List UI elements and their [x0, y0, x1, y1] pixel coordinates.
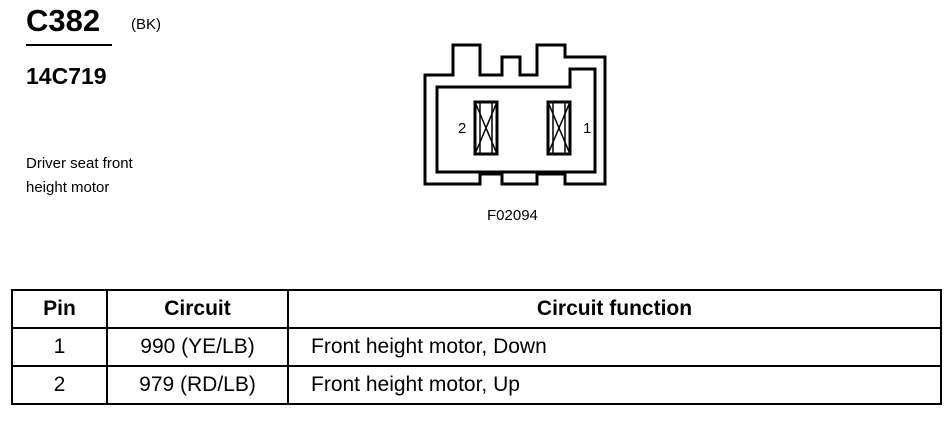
connector-description: Driver seat front height motor: [26, 152, 176, 200]
table-row: 2 979 (RD/LB) Front height motor, Up: [11, 365, 942, 405]
pin-cell: 1: [11, 327, 108, 367]
header-circuit: Circuit: [106, 289, 289, 329]
pin-1-cavity: [546, 100, 572, 156]
connector-id-underline: [26, 44, 112, 46]
connector-id: C382: [26, 3, 101, 38]
description-line-2: height motor: [26, 179, 110, 196]
header-circuit-function: Circuit function: [287, 289, 942, 329]
connector-housing-outline: [423, 43, 607, 186]
pin-cell: 2: [11, 365, 108, 405]
pin-1-label: 1: [583, 120, 591, 137]
description-line-1: Driver seat front: [26, 155, 133, 172]
header-pin: Pin: [11, 289, 108, 329]
pin-2-label: 2: [458, 120, 466, 137]
connector-face-diagram: 2 1: [423, 43, 607, 186]
table-row: 1 990 (YE/LB) Front height motor, Down: [11, 327, 942, 367]
connector-color: (BK): [131, 16, 161, 33]
figure-label: F02094: [487, 207, 538, 224]
circuit-function-cell: Front height motor, Up: [287, 365, 942, 405]
part-number: 14C719: [26, 63, 107, 89]
circuit-function-cell: Front height motor, Down: [287, 327, 942, 367]
pinout-table: Pin Circuit Circuit function 1 990 (YE/L…: [11, 289, 942, 405]
connector-inner-outline: [435, 67, 597, 174]
circuit-cell: 990 (YE/LB): [106, 327, 289, 367]
pin-2-cavity: [473, 100, 499, 156]
circuit-cell: 979 (RD/LB): [106, 365, 289, 405]
table-header-row: Pin Circuit Circuit function: [11, 289, 942, 329]
